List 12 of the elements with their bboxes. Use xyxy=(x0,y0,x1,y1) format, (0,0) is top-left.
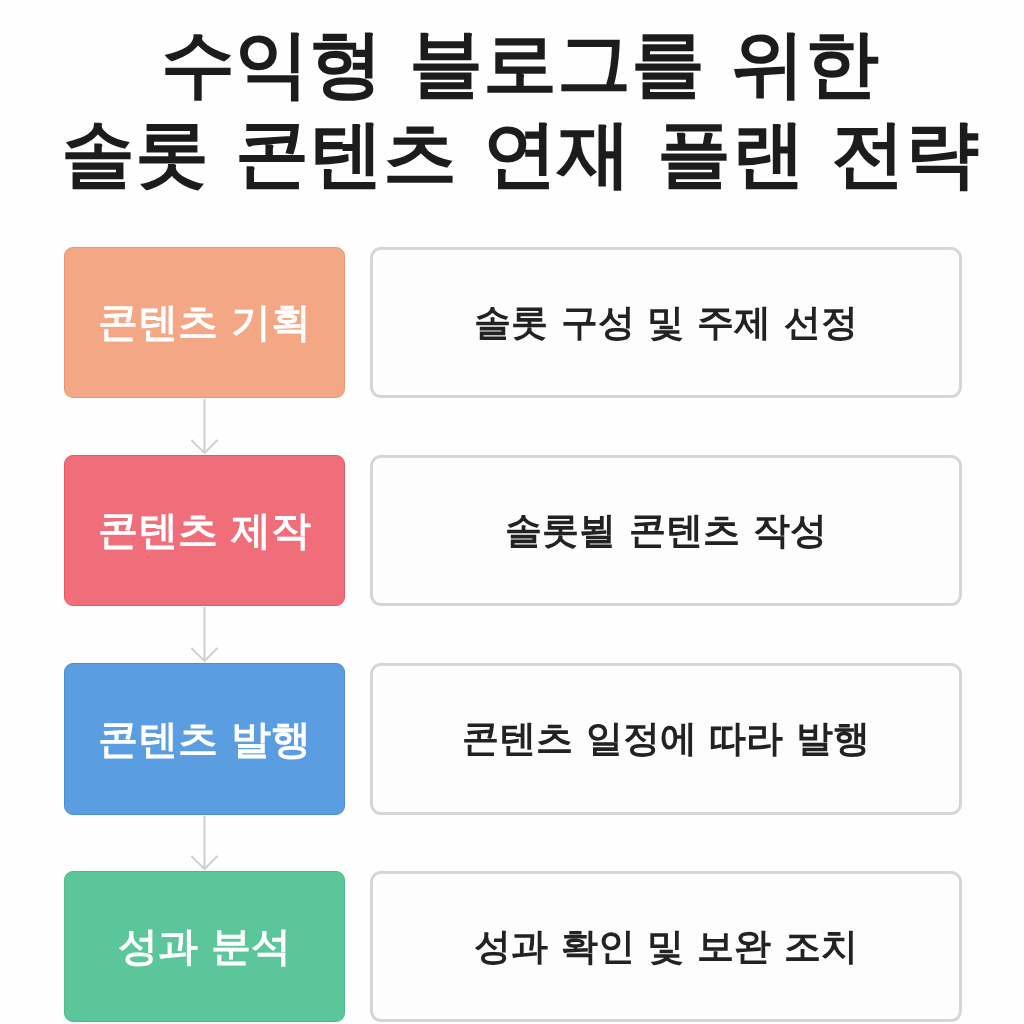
description-box: 솔롯뵐 콘텐츠 작성 xyxy=(370,455,962,606)
description-box: 성과 확인 및 보완 조치 xyxy=(370,871,962,1022)
description-box: 솔롯 구성 및 주제 선정 xyxy=(370,247,962,398)
arrow xyxy=(190,815,219,870)
step-box: 콘텐츠 기획 xyxy=(64,247,345,398)
title: 수익형 블로그를 위한 솔롯 콘텐츠 연재 플랜 전략 xyxy=(60,19,980,198)
description-box: 콘텐츠 일정에 따라 발행 xyxy=(370,663,962,815)
step-box: 콘텐츠 발행 xyxy=(64,663,345,815)
step-box: 성과 분석 xyxy=(64,871,345,1022)
arrow xyxy=(190,398,219,454)
arrow xyxy=(190,606,219,662)
step-box: 콘텐츠 제작 xyxy=(64,455,345,606)
